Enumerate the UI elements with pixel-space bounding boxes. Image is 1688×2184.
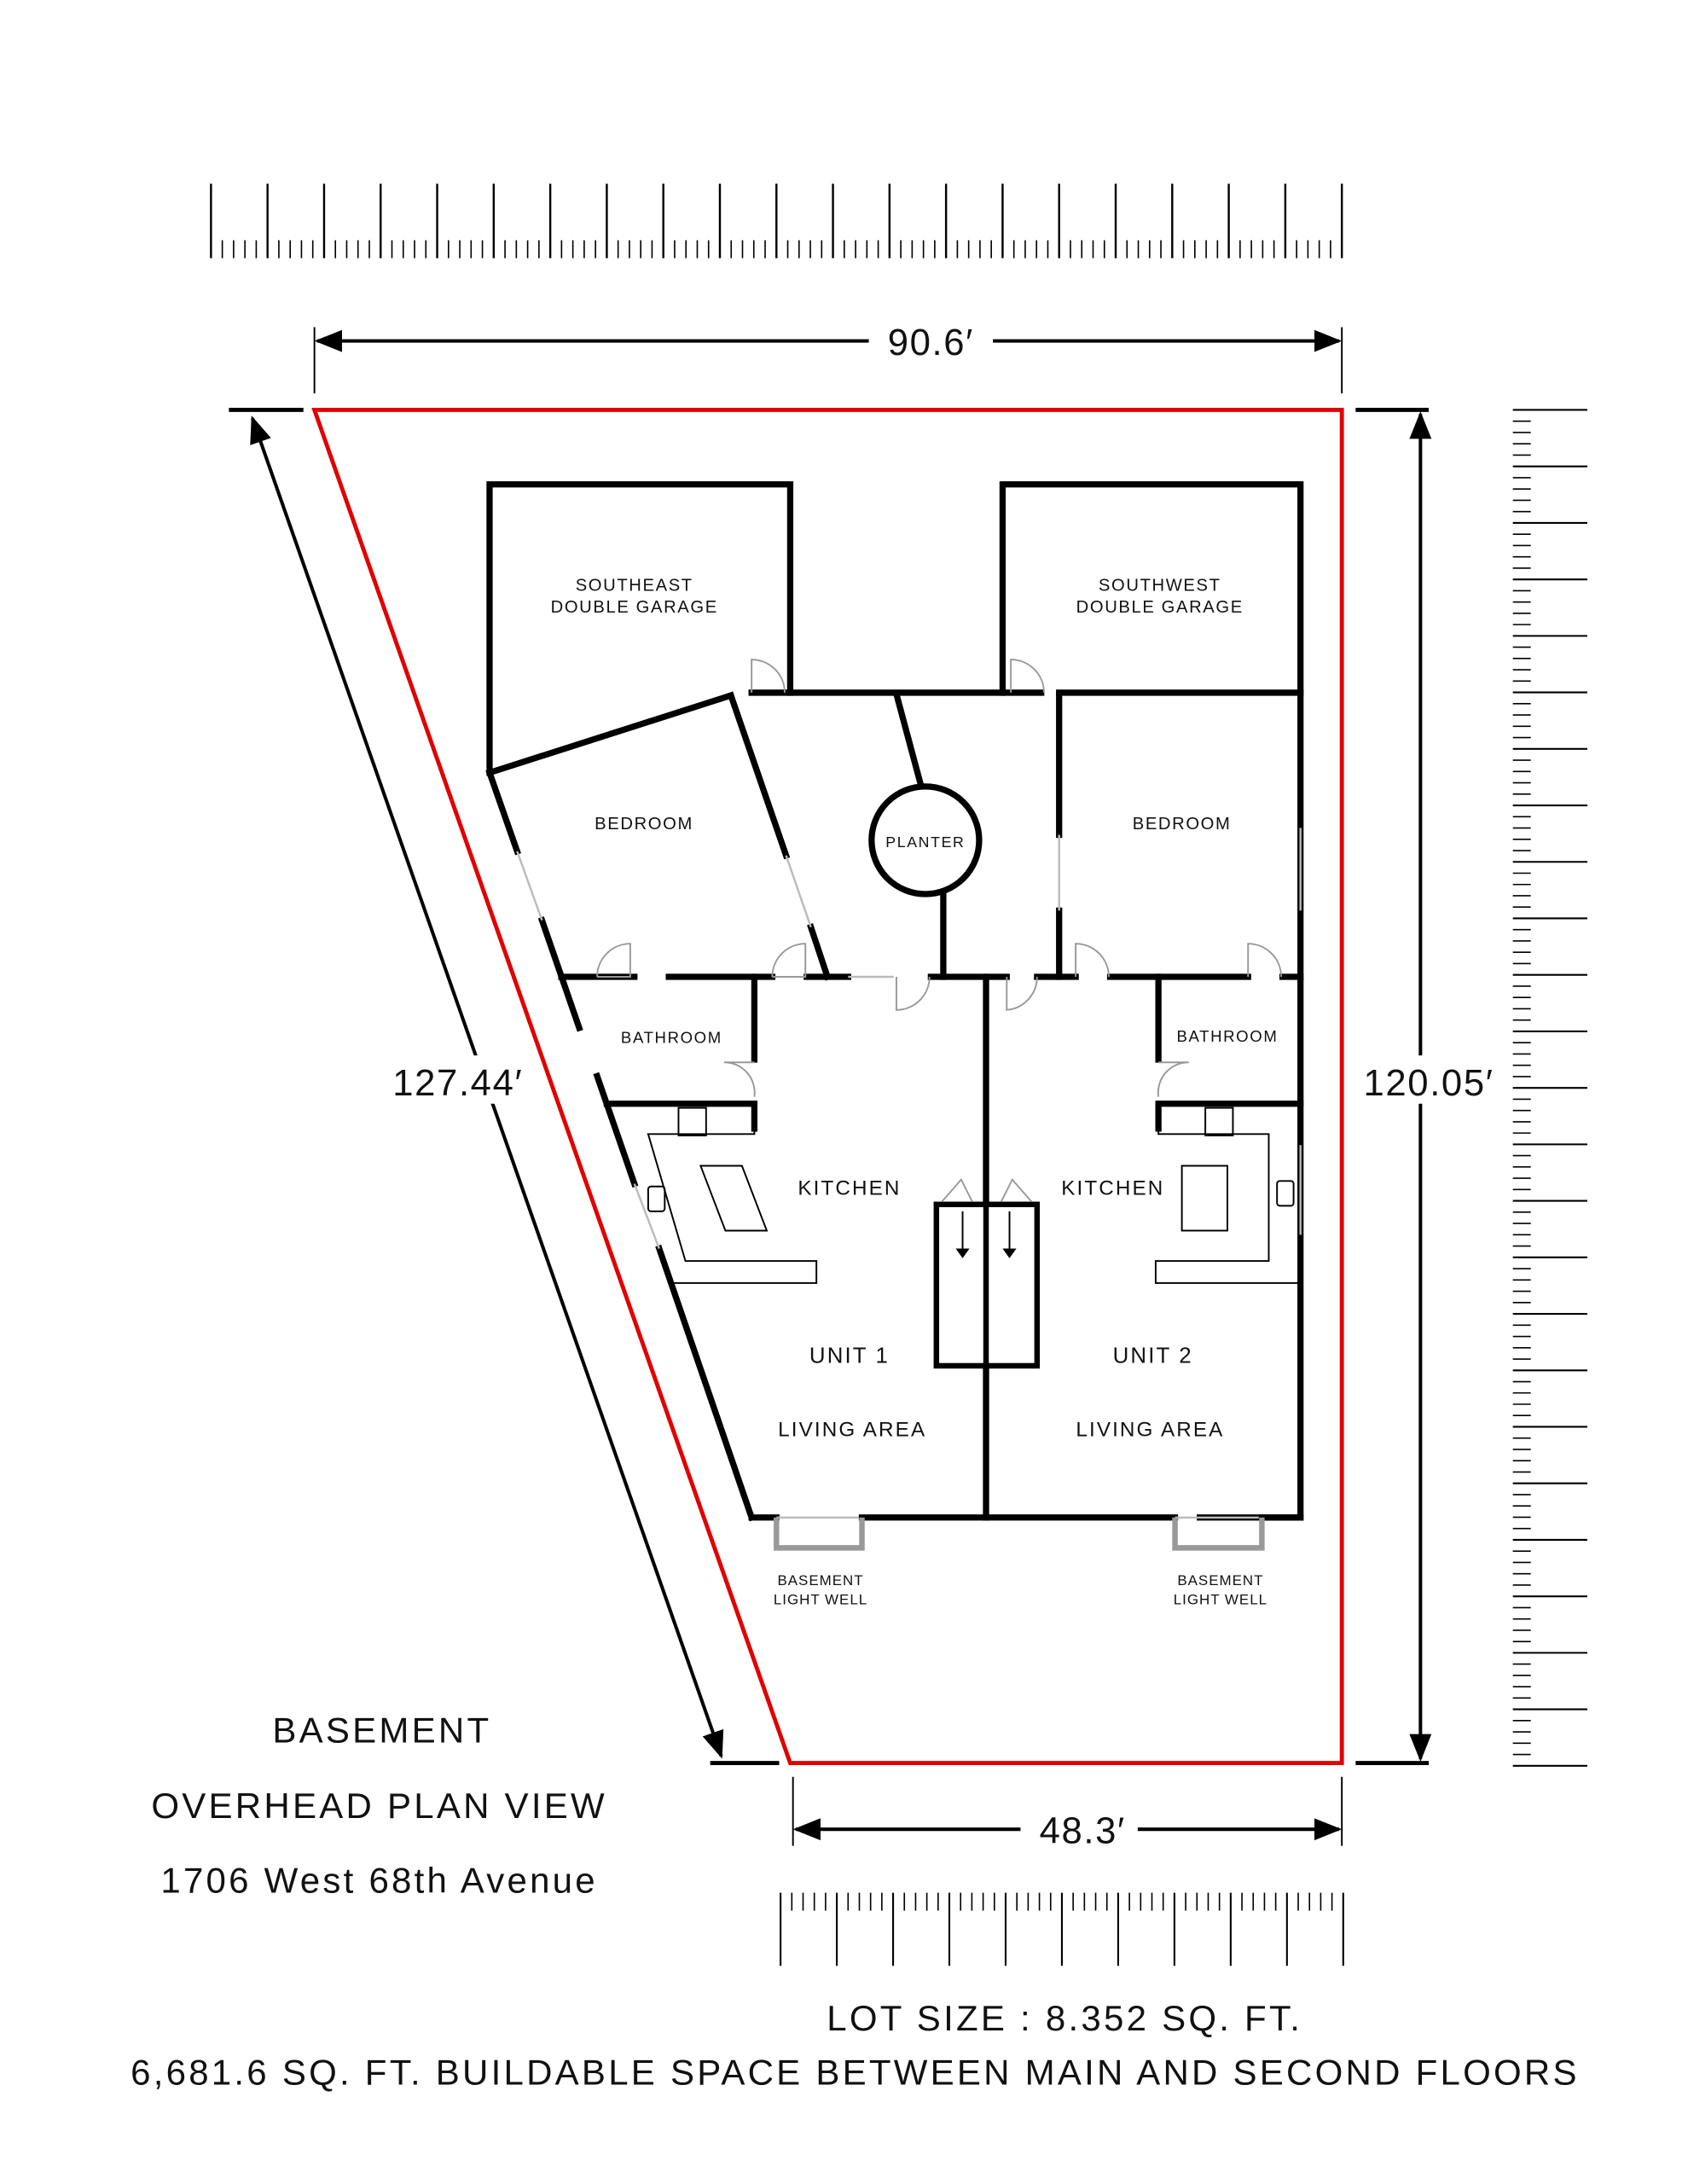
title-address: 1706 West 68th Avenue bbox=[160, 1861, 598, 1901]
unit-2-label: UNIT 2 bbox=[1113, 1345, 1193, 1368]
lot-size: LOT SIZE : 8.352 SQ. FT. bbox=[827, 1998, 1302, 2038]
dimension-right: 120.05′ bbox=[1351, 408, 1511, 1766]
planter-label: PLANTER bbox=[885, 834, 965, 851]
dimension-bottom: 48.3′ bbox=[792, 1776, 1343, 1851]
scale-ruler-bottom bbox=[780, 1892, 1344, 1966]
living-right-label: LIVING AREA bbox=[1076, 1418, 1224, 1441]
bedroom-left-label: BEDROOM bbox=[595, 815, 693, 834]
bedroom-right-label: BEDROOM bbox=[1133, 815, 1232, 834]
scale-ruler-right bbox=[1512, 409, 1587, 1767]
staircase bbox=[933, 1177, 1041, 1369]
light-well-right-label-2: LIGHT WELL bbox=[1174, 1592, 1267, 1608]
unit-1-label: UNIT 1 bbox=[809, 1345, 890, 1368]
dimension-left-label: 127.44′ bbox=[392, 1062, 523, 1104]
light-well-left-label-1: BASEMENT bbox=[777, 1572, 863, 1589]
sw-garage-label-2: DOUBLE GARAGE bbox=[1076, 598, 1244, 617]
title-line-2: OVERHEAD PLAN VIEW bbox=[151, 1786, 606, 1826]
dimension-left: 127.44′ bbox=[229, 408, 780, 1766]
living-left-label: LIVING AREA bbox=[778, 1418, 926, 1441]
kitchen-left-label: KITCHEN bbox=[798, 1176, 901, 1199]
bathroom-right-label: BATHROOM bbox=[1177, 1027, 1279, 1045]
kitchen-fixtures bbox=[647, 1107, 1301, 1284]
se-garage-label-1: SOUTHEAST bbox=[576, 576, 693, 595]
light-well-right-label-1: BASEMENT bbox=[1177, 1572, 1263, 1589]
planter bbox=[868, 783, 983, 897]
door-swings bbox=[596, 659, 1283, 1097]
kitchen-right-label: KITCHEN bbox=[1061, 1176, 1164, 1199]
dimension-bottom-label: 48.3′ bbox=[1040, 1809, 1126, 1851]
title-line-1: BASEMENT bbox=[272, 1710, 491, 1750]
se-garage-label-2: DOUBLE GARAGE bbox=[551, 598, 718, 617]
dimension-top-label: 90.6′ bbox=[888, 322, 974, 363]
sw-garage-label-1: SOUTHWEST bbox=[1099, 576, 1221, 595]
dimension-top: 90.6′ bbox=[313, 322, 1343, 394]
scale-ruler-top bbox=[210, 183, 1343, 258]
buildable-space: 6,681.6 SQ. FT. BUILDABLE SPACE BETWEEN … bbox=[131, 2052, 1580, 2092]
light-well-right bbox=[1172, 1517, 1265, 1551]
bathroom-left-label: BATHROOM bbox=[621, 1029, 722, 1047]
light-well-left bbox=[774, 1517, 865, 1551]
light-well-left-label-2: LIGHT WELL bbox=[774, 1592, 867, 1608]
building-walls bbox=[485, 481, 1304, 1522]
lot-boundary bbox=[311, 408, 1344, 1766]
dimension-right-label: 120.05′ bbox=[1364, 1062, 1494, 1104]
